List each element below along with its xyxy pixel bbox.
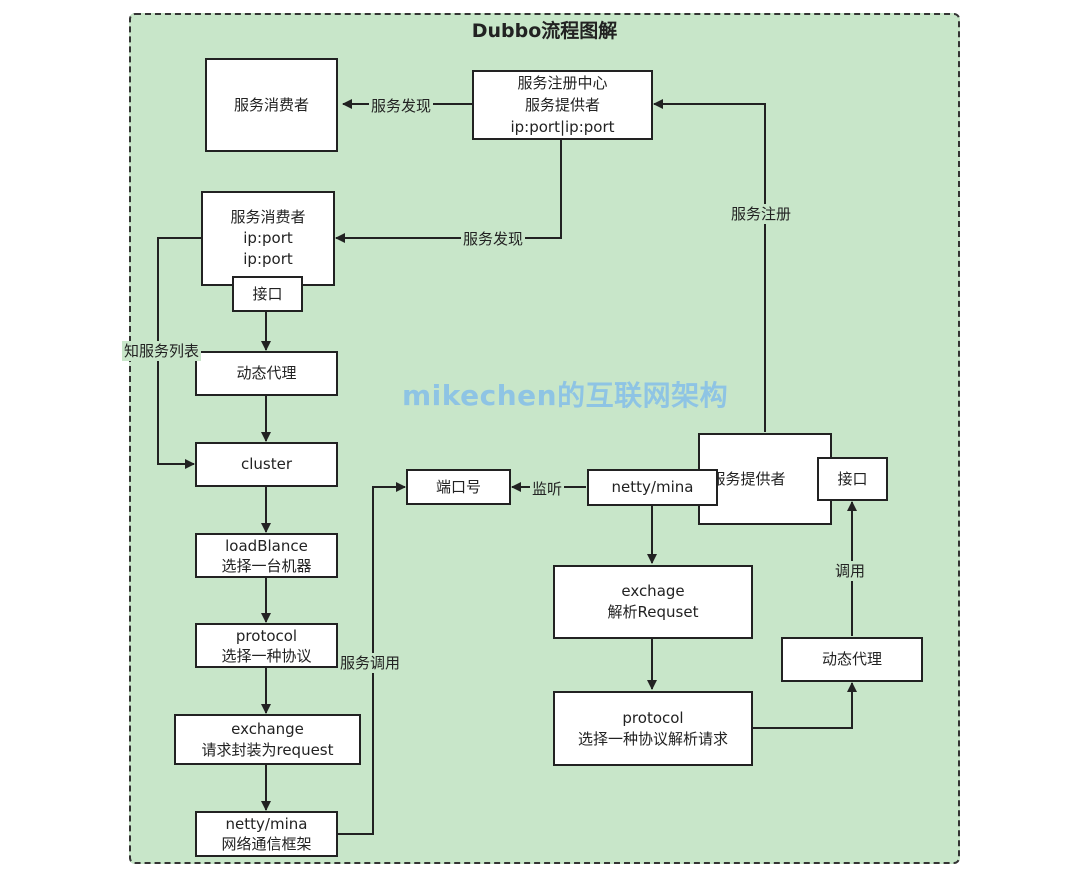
port-label: 端口号 bbox=[435, 477, 481, 496]
edge-register bbox=[653, 99, 766, 432]
edge-discover-main bbox=[335, 140, 562, 243]
loadbalance-line-1: loadBlance bbox=[225, 536, 308, 555]
protocol-left-node: protocol 选择一种协议 bbox=[195, 623, 338, 668]
watermark: mikechen的互联网架构 bbox=[402, 379, 729, 412]
exchange-left-line-1: exchange bbox=[231, 719, 304, 738]
loadbalance-line-2: 选择一台机器 bbox=[221, 556, 312, 575]
consumer-top-line-1: 服务消费者 bbox=[233, 95, 309, 114]
cluster-label: cluster bbox=[240, 455, 292, 473]
loadbalance-node: loadBlance 选择一台机器 bbox=[195, 533, 338, 578]
label-service-list: 知服务列表 bbox=[122, 341, 202, 361]
diagram-title: Dubbo流程图解 bbox=[471, 20, 618, 42]
netty-right-label: netty/mina bbox=[611, 478, 694, 496]
consumer-main-node: 服务消费者 ip:port ip:port bbox=[201, 191, 335, 286]
label-discover-main: 服务发现 bbox=[461, 229, 526, 249]
exchange-right-line-1: exchage bbox=[621, 582, 685, 600]
consumer-main-line-3: ip:port bbox=[243, 250, 293, 268]
provider-interface-label: 接口 bbox=[837, 469, 868, 488]
exchange-left-line-2: 请求封装为request bbox=[201, 740, 334, 759]
consumer-proxy-node: 动态代理 bbox=[195, 351, 338, 396]
protocol-right-node: protocol 选择一种协议解析请求 bbox=[553, 691, 753, 766]
registry-line-2: 服务提供者 bbox=[524, 96, 600, 114]
exchange-left-node: exchange 请求封装为request bbox=[174, 714, 361, 765]
consumer-interface-node: 接口 bbox=[232, 276, 303, 312]
provider-node: 服务提供者 bbox=[698, 433, 832, 525]
consumer-proxy-label: 动态代理 bbox=[236, 364, 297, 382]
exchange-right-node: exchage 解析Requset bbox=[553, 565, 753, 639]
provider-proxy-label: 动态代理 bbox=[821, 650, 882, 668]
registry-node: 服务注册中心 服务提供者 ip:port|ip:port bbox=[472, 70, 653, 140]
provider-interface-node: 接口 bbox=[817, 457, 888, 501]
label-call: 调用 bbox=[833, 561, 868, 581]
protocol-left-line-1: protocol bbox=[235, 626, 298, 645]
provider-proxy-node: 动态代理 bbox=[781, 637, 923, 682]
protocol-right-line-2: 选择一种协议解析请求 bbox=[577, 729, 728, 748]
registry-line-1: 服务注册中心 bbox=[517, 74, 608, 92]
consumer-main-line-2: ip:port bbox=[243, 229, 293, 247]
cluster-node: cluster bbox=[195, 442, 338, 487]
edge-protocol-proxy bbox=[753, 682, 857, 729]
netty-left-node: netty/mina 网络通信框架 bbox=[195, 811, 338, 857]
netty-right-node: netty/mina bbox=[587, 469, 718, 506]
consumer-top-node: 服务消费者 bbox=[205, 58, 338, 152]
exchange-right-line-2: 解析Requset bbox=[607, 603, 699, 621]
label-invoke: 服务调用 bbox=[338, 653, 403, 673]
label-register: 服务注册 bbox=[729, 204, 794, 224]
netty-left-line-1: netty/mina bbox=[225, 815, 308, 833]
port-node: 端口号 bbox=[406, 469, 511, 505]
label-listen: 监听 bbox=[530, 479, 565, 499]
protocol-right-line-1: protocol bbox=[622, 708, 684, 727]
label-discover-top: 服务发现 bbox=[369, 96, 434, 116]
consumer-main-line-1: 服务消费者 bbox=[230, 208, 306, 226]
consumer-interface-label: 接口 bbox=[252, 284, 283, 303]
netty-left-line-2: 网络通信框架 bbox=[221, 835, 312, 853]
provider-label: 服务提供者 bbox=[710, 469, 786, 488]
registry-line-3: ip:port|ip:port bbox=[510, 118, 615, 136]
protocol-left-line-2: 选择一种协议 bbox=[221, 646, 312, 665]
